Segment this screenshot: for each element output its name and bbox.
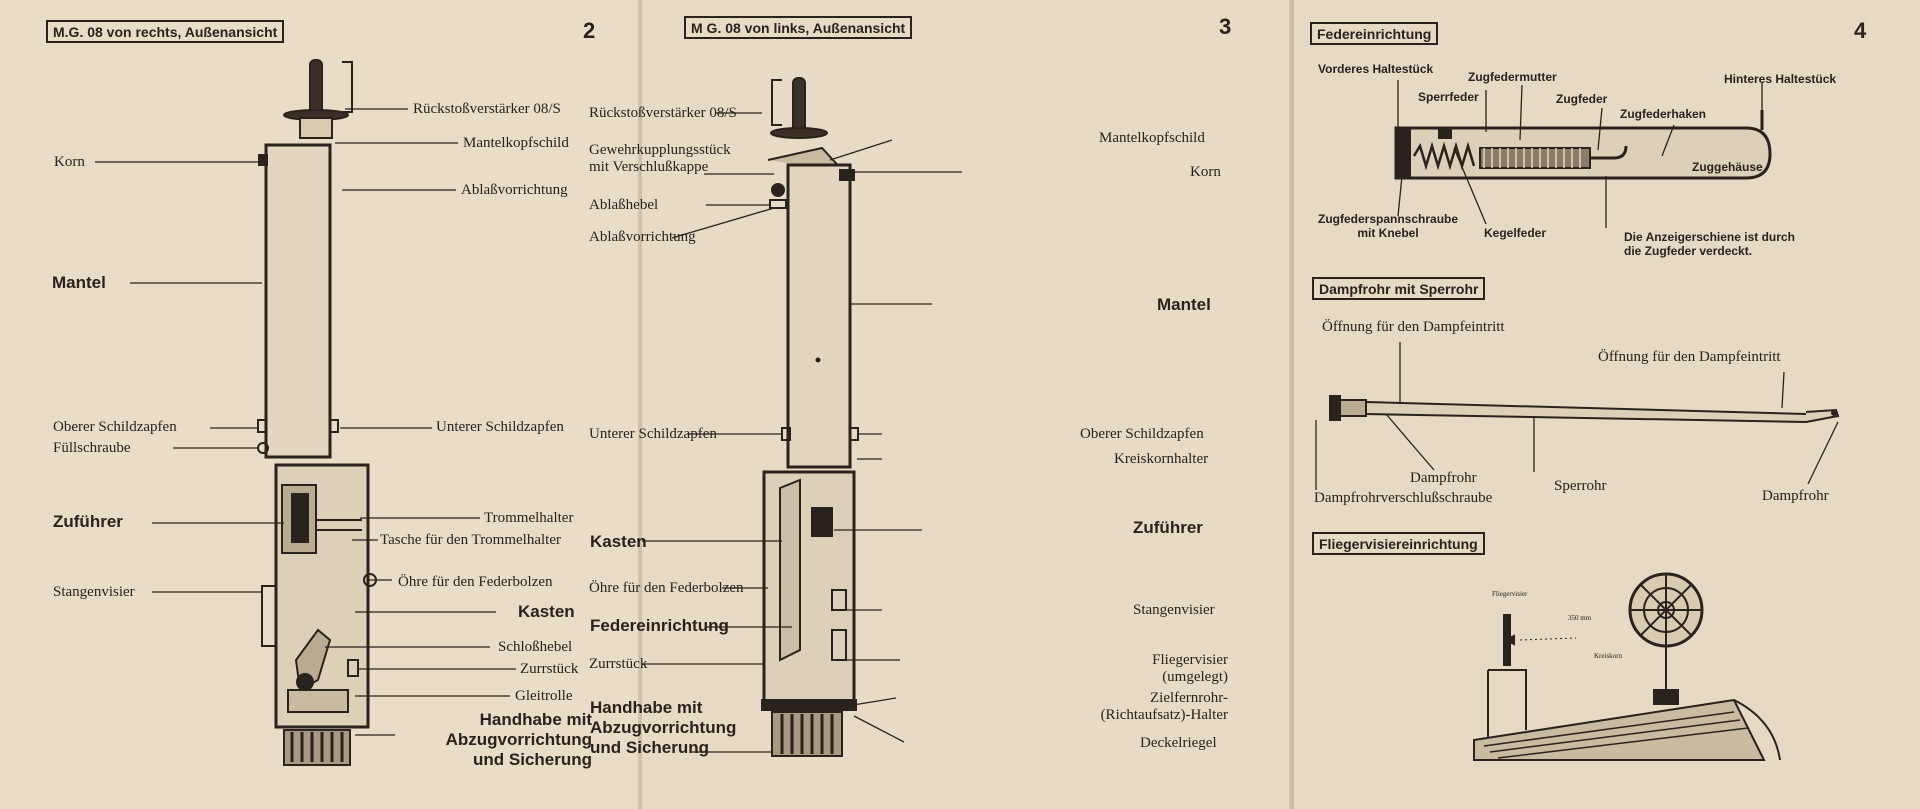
label-ablasshebel: Ablaßhebel	[589, 197, 659, 213]
label-oeffnung-dampfeintritt-1: Öffnung für den Dampfeintritt	[1322, 319, 1505, 335]
steam-tube-drawing	[1329, 395, 1840, 424]
label-zuggehaeuse: Zuggehäuse	[1692, 160, 1763, 174]
label-kreiskornhalter: Kreiskornhalter	[1114, 451, 1209, 467]
label-gleitrolle: Gleitrolle	[515, 688, 573, 704]
label-rueckstossverstaerker: Rückstoßverstärker 08/S	[589, 105, 737, 121]
section-dampfrohr-title: Dampfrohr mit Sperrohr	[1312, 277, 1486, 300]
page-3-title: M G. 08 von links, Außenansicht	[684, 16, 913, 39]
label-kreiskorn-small: Kreiskorn	[1594, 652, 1622, 660]
label-vorderes-haltestueck: Vorderes Haltestück	[1318, 62, 1434, 76]
label-mantelkopfschild: Mantelkopfschild	[1099, 130, 1205, 146]
label-mantel: Mantel	[1157, 295, 1211, 314]
antiaircraft-sight-drawing	[1473, 572, 1781, 761]
section-federeinrichtung-title: Federeinrichtung	[1310, 22, 1439, 45]
label-distance-350mm: 350 mm	[1568, 614, 1592, 622]
label-anzeigerschiene-note: Die Anzeigerschiene ist durch die Zugfed…	[1624, 230, 1795, 258]
label-ablassvorrichtung: Ablaßvorrichtung	[461, 182, 568, 198]
label-ohre: Öhre für den Federbolzen	[589, 580, 744, 596]
label-handhabe: Handhabe mit Abzugvorrichtung und Sicher…	[590, 698, 737, 757]
label-zufuehrer: Zuführer	[1133, 518, 1203, 537]
label-kasten: Kasten	[518, 602, 575, 621]
page-2-number: 2	[583, 18, 596, 43]
label-schlosshebel: Schloßhebel	[498, 639, 573, 655]
label-stangenvisier: Stangenvisier	[53, 584, 135, 600]
label-zugfeder: Zugfeder	[1556, 92, 1608, 106]
label-zugfedermutter: Zugfedermutter	[1468, 70, 1557, 84]
label-korn: Korn	[1190, 164, 1221, 180]
label-unterer-schildzapfen: Unterer Schildzapfen	[436, 419, 564, 435]
page-3: M G. 08 von links, Außenansicht 3	[589, 0, 1289, 809]
label-kasten: Kasten	[590, 532, 647, 551]
page-2: M.G. 08 von rechts, Außenansicht 2	[0, 0, 638, 809]
label-dampfrohr-right: Dampfrohr	[1762, 488, 1829, 504]
page-3-number: 3	[1219, 14, 1232, 39]
label-zurrstueck: Zurrstück	[520, 661, 579, 677]
label-ablassvorrichtung: Ablaßvorrichtung	[589, 229, 696, 245]
label-zufuehrer: Zuführer	[53, 512, 123, 531]
label-zurrstueck: Zurrstück	[589, 656, 648, 672]
fold-left	[638, 0, 644, 809]
label-dampfrohr-mid: Dampfrohr	[1410, 470, 1477, 486]
page-4-number: 4	[1854, 18, 1867, 43]
label-oeffnung-dampfeintritt-2: Öffnung für den Dampfeintritt	[1598, 349, 1781, 365]
label-oberer-schildzapfen: Oberer Schildzapfen	[53, 419, 177, 435]
label-rueckstossverstaerker: Rückstoßverstärker 08/S	[413, 101, 561, 117]
label-oberer-schildzapfen: Oberer Schildzapfen	[1080, 426, 1204, 442]
label-handhabe: Handhabe mit Abzugvorrichtung und Sicher…	[445, 710, 592, 769]
page-4: 4 Federeinrichtung Dampfrohr mit Sperroh…	[1294, 0, 1920, 809]
label-tasche: Tasche für den Trommelhalter	[380, 532, 561, 548]
label-sperrohr: Sperrohr	[1554, 478, 1607, 494]
label-hinteres-haltestueck: Hinteres Haltestück	[1724, 72, 1837, 86]
label-stangenvisier: Stangenvisier	[1133, 602, 1215, 618]
label-zugfederspannschraube: Zugfederspannschraube mit Knebel	[1318, 212, 1459, 240]
label-fliegervisier-umgelegt: Fliegervisier (umgelegt)	[1152, 652, 1228, 685]
label-unterer-schildzapfen: Unterer Schildzapfen	[589, 426, 717, 442]
mg08-left-view-drawing	[642, 77, 962, 757]
label-gewehrkupplungsstueck: Gewehrkupplungsstück mit Verschlußkappe	[589, 142, 731, 175]
label-ohre: Öhre für den Federbolzen	[398, 574, 553, 590]
label-zielfernrohr-halter: Zielfernrohr- (Richtaufsatz)-Halter	[1100, 690, 1228, 723]
label-zugfederhaken: Zugfederhaken	[1620, 107, 1707, 121]
label-federeinrichtung: Federeinrichtung	[590, 616, 729, 635]
label-dampfrohrverschlussschraube: Dampfrohrverschlußschraube	[1314, 490, 1493, 506]
label-kegelfeder: Kegelfeder	[1484, 226, 1547, 240]
label-fliegervisier-small: Fliegervisier	[1492, 590, 1528, 598]
label-mantel: Mantel	[52, 273, 106, 292]
section-fliegervisier-title: Fliegervisiereinrichtung	[1312, 532, 1485, 555]
page-2-title: M.G. 08 von rechts, Außenansicht	[46, 20, 285, 43]
label-sperrfeder: Sperrfeder	[1418, 90, 1479, 104]
label-deckelriegel: Deckelriegel	[1140, 735, 1217, 751]
spring-mechanism-drawing	[1394, 110, 1772, 180]
label-fuellschraube: Füllschraube	[53, 440, 131, 456]
label-korn: Korn	[54, 154, 85, 170]
label-mantelkopfschild: Mantelkopfschild	[463, 135, 569, 151]
label-trommelhalter: Trommelhalter	[484, 510, 574, 526]
fold-right	[1289, 0, 1295, 809]
mg08-right-view-drawing	[95, 59, 516, 766]
page-4-drawings	[1315, 80, 1840, 761]
